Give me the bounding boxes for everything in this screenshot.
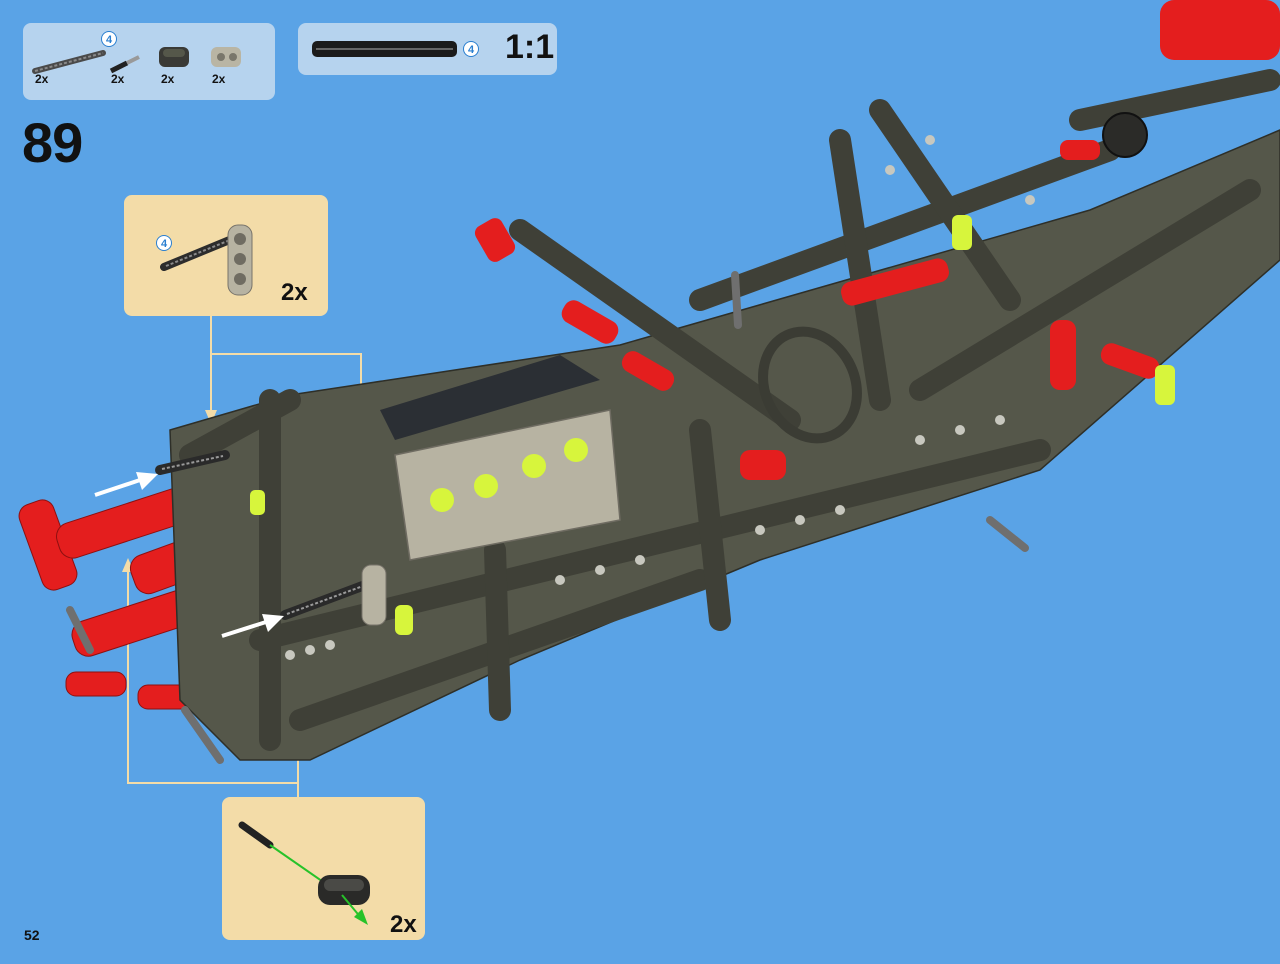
- engine-cylinder-1: [430, 488, 454, 512]
- gear: [1102, 112, 1148, 158]
- shock-absorbers: [250, 215, 1175, 635]
- scale-label: 1:1: [505, 28, 555, 66]
- subassembly-2-art: [238, 821, 370, 925]
- part-qty-3: 2x: [161, 72, 175, 86]
- subassembly-1-length-badge: 4: [156, 235, 172, 251]
- frame-beams: [179, 69, 1280, 751]
- axle-length-badge: 4: [101, 31, 117, 47]
- subassembly-1-qty: 2x: [281, 279, 308, 306]
- part-qty-4: 2x: [212, 72, 226, 86]
- engine-cylinder-2: [474, 474, 498, 498]
- parts-list-art: [32, 47, 241, 74]
- page-number: 52: [24, 927, 40, 943]
- axle-connector-icon: [211, 47, 241, 67]
- callout-arrow-1: [205, 410, 217, 424]
- steering-wheel: [758, 326, 862, 444]
- engine-cylinder-3: [522, 454, 546, 478]
- engine-block: [380, 355, 621, 561]
- axle-4-icon: [32, 50, 106, 74]
- frame-peg-holes: [285, 135, 1035, 660]
- subassembly-2-qty: 2x: [390, 911, 417, 938]
- axle-pin-icon: [109, 55, 140, 74]
- engine-cylinder-4: [564, 438, 588, 462]
- subassembly-callout-1: 4 2x: [124, 195, 328, 316]
- axle-stubs: [66, 271, 1029, 764]
- scale-length-badge: 4: [463, 41, 479, 57]
- step-number: 89: [22, 111, 83, 174]
- inserted-axle-bottom: [280, 564, 387, 626]
- inserted-axle-top: [155, 450, 230, 475]
- liftarm-icon: [159, 47, 189, 67]
- part-qty-1: 2x: [35, 72, 49, 86]
- subassembly-1-art: [160, 224, 253, 296]
- insertion-arrow-2: [221, 614, 284, 638]
- part-qty-2: 2x: [111, 72, 125, 86]
- insertion-arrow-1: [94, 472, 158, 497]
- subassembly-callout-2: 2x: [222, 797, 425, 940]
- parts-list-panel: 4 2x 2x 2x 2x: [23, 23, 275, 100]
- chassis-frame: [169, 129, 1280, 761]
- red-accent-parts: [474, 0, 1280, 480]
